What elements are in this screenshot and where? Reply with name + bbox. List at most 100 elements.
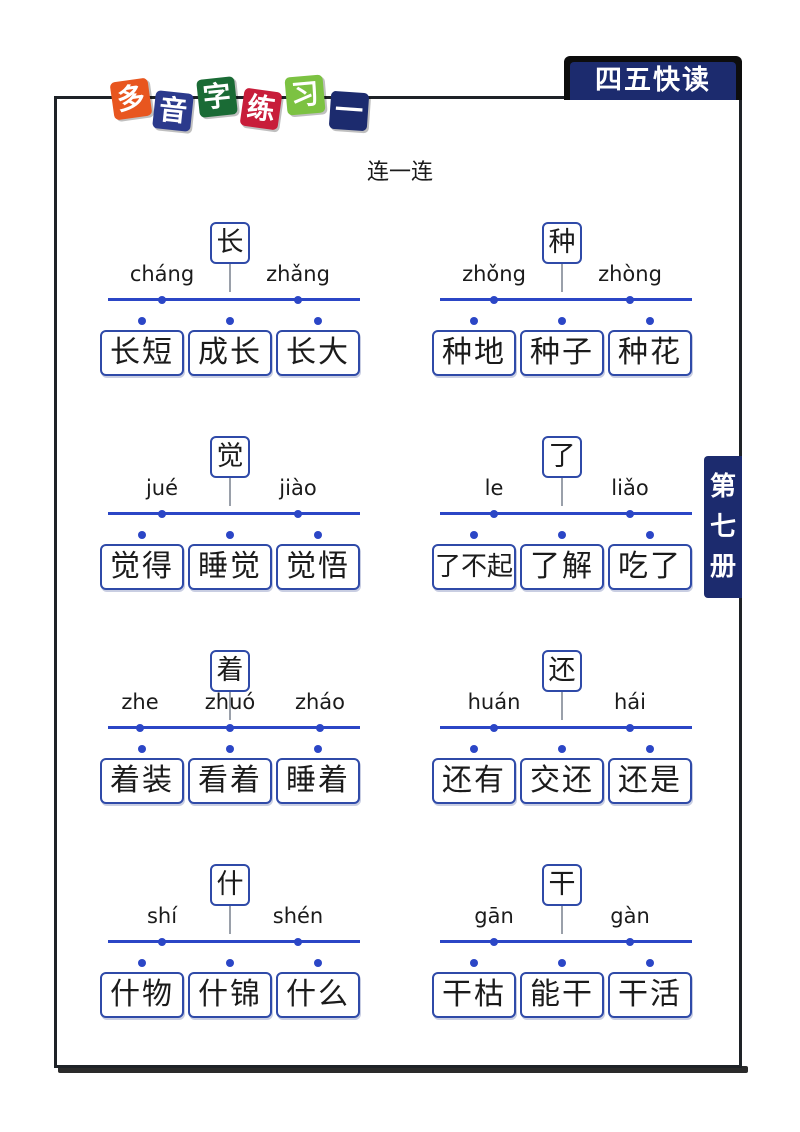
word-box: 睡着 (276, 758, 360, 804)
pinyin-option: zhòng (598, 262, 662, 286)
word-dot[interactable] (314, 317, 322, 325)
pinyin-option: shí (146, 904, 178, 928)
pinyin-dot[interactable] (294, 509, 302, 518)
word-dot[interactable] (314, 959, 322, 967)
pinyin-dot[interactable] (490, 295, 498, 304)
volume-tab-char: 第 (709, 472, 736, 502)
pinyin-option: zhǎng (266, 262, 330, 286)
word-box: 觉悟 (276, 544, 360, 590)
section-title: 多音字练习一 (109, 70, 402, 132)
volume-tab-char: 七 (709, 512, 736, 542)
pinyin-dot[interactable] (490, 509, 498, 518)
word-box: 什么 (276, 972, 360, 1018)
target-character: 着 (210, 650, 250, 692)
word-dot[interactable] (558, 745, 566, 753)
target-character: 种 (542, 222, 582, 264)
pinyin-dot[interactable] (626, 723, 634, 732)
pinyin-dot[interactable] (626, 295, 634, 304)
word-box: 什锦 (188, 972, 272, 1018)
pinyin-dot[interactable] (626, 509, 634, 518)
pinyin-option: zhuó (204, 690, 256, 714)
pinyin-option: huán (467, 690, 521, 714)
word-box: 了不起 (432, 544, 516, 590)
volume-tab: 第 七 册 (704, 456, 742, 598)
word-dot[interactable] (314, 745, 322, 753)
volume-tab-char: 册 (709, 552, 736, 582)
book-tab: 四五快读 (564, 56, 742, 100)
word-dot[interactable] (226, 317, 234, 325)
word-dot[interactable] (646, 531, 654, 539)
pinyin-dot[interactable] (490, 723, 498, 732)
title-tile: 字 (196, 76, 238, 118)
word-dot[interactable] (138, 745, 146, 753)
target-character: 什 (210, 864, 250, 906)
exercise-instruction: 连一连 (366, 160, 433, 185)
connector-stem (561, 478, 563, 506)
word-dot[interactable] (314, 531, 322, 539)
pinyin-dot[interactable] (226, 723, 234, 732)
pinyin-dot[interactable] (158, 295, 166, 304)
pinyin-dot[interactable] (316, 723, 324, 732)
word-box: 长大 (276, 330, 360, 376)
connector-stem (561, 906, 563, 934)
word-box: 了解 (520, 544, 604, 590)
pinyin-option: liǎo (611, 476, 649, 500)
connector-stem (229, 264, 231, 292)
word-box: 种花 (608, 330, 692, 376)
word-box: 还有 (432, 758, 516, 804)
pinyin-dot[interactable] (158, 509, 166, 518)
connector-stem (229, 692, 231, 720)
connector-stem (229, 906, 231, 934)
word-box: 能干 (520, 972, 604, 1018)
word-dot[interactable] (558, 531, 566, 539)
word-dot[interactable] (138, 959, 146, 967)
book-tab-label: 四五快读 (570, 62, 736, 100)
word-dot[interactable] (558, 317, 566, 325)
word-box: 干枯 (432, 972, 516, 1018)
word-dot[interactable] (226, 959, 234, 967)
pinyin-dot[interactable] (294, 295, 302, 304)
word-dot[interactable] (470, 745, 478, 753)
pinyin-dot[interactable] (294, 937, 302, 946)
word-dot[interactable] (558, 959, 566, 967)
word-dot[interactable] (226, 531, 234, 539)
title-tile: 一 (328, 90, 370, 132)
word-dot[interactable] (138, 317, 146, 325)
word-dot[interactable] (470, 959, 478, 967)
pinyin-line (108, 512, 360, 515)
title-tile: 音 (152, 90, 194, 132)
pinyin-dot[interactable] (158, 937, 166, 946)
pinyin-option: shén (272, 904, 324, 928)
pinyin-line (440, 726, 692, 729)
word-dot[interactable] (138, 531, 146, 539)
word-dot[interactable] (646, 959, 654, 967)
word-dot[interactable] (470, 317, 478, 325)
word-box: 长短 (100, 330, 184, 376)
word-dot[interactable] (646, 317, 654, 325)
pinyin-option: le (484, 476, 504, 500)
pinyin-option: zhǒng (462, 262, 526, 286)
pinyin-line (440, 298, 692, 301)
target-character: 了 (542, 436, 582, 478)
word-box: 看着 (188, 758, 272, 804)
word-dot[interactable] (226, 745, 234, 753)
word-box: 觉得 (100, 544, 184, 590)
pinyin-option: jué (145, 476, 179, 500)
target-character: 长 (210, 222, 250, 264)
pinyin-dot[interactable] (626, 937, 634, 946)
pinyin-line (108, 940, 360, 943)
word-dot[interactable] (470, 531, 478, 539)
pinyin-dot[interactable] (490, 937, 498, 946)
word-dot[interactable] (646, 745, 654, 753)
target-character: 干 (542, 864, 582, 906)
pinyin-option: gàn (610, 904, 650, 928)
pinyin-dot[interactable] (136, 723, 144, 732)
frame-shadow (58, 1066, 748, 1073)
pinyin-option: jiào (279, 476, 317, 500)
